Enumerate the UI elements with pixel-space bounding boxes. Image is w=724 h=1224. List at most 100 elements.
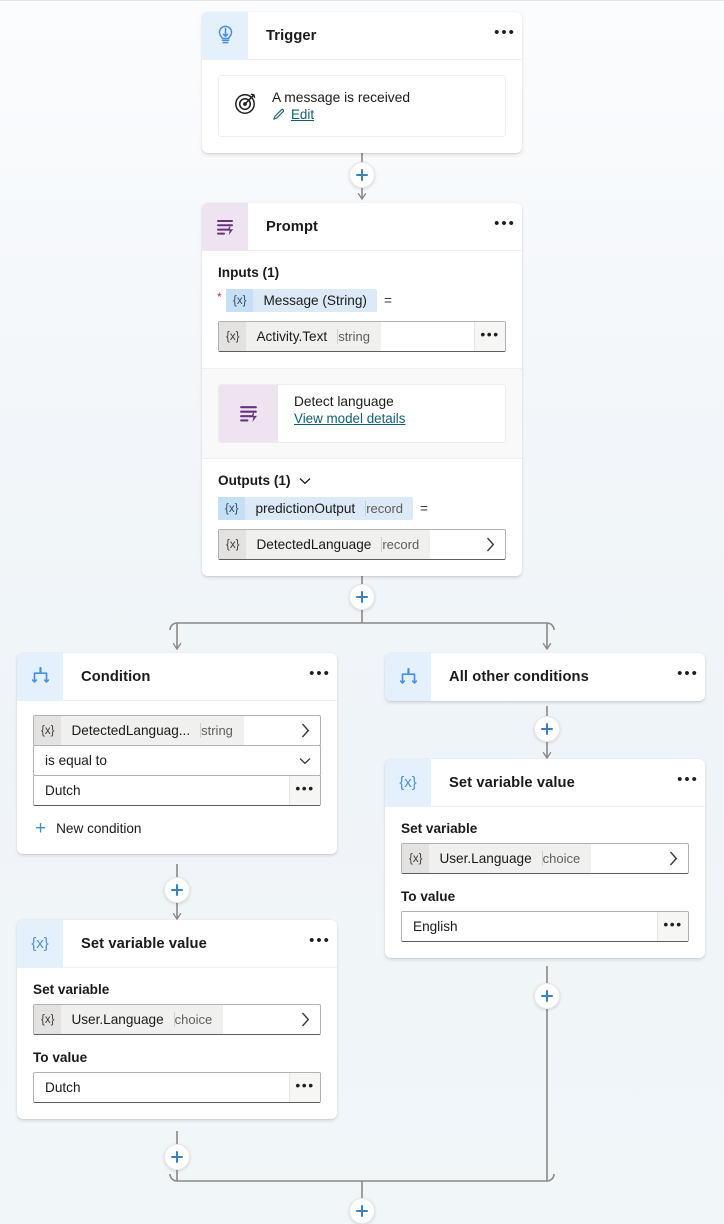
- chevron-right-icon[interactable]: [475, 530, 505, 559]
- all-other-conditions-header: All other conditions •••: [385, 653, 705, 701]
- trigger-bolt-icon: [202, 12, 248, 60]
- add-step-after-left-set-variable[interactable]: [164, 1144, 190, 1170]
- prompt-outputs-label: Outputs (1): [218, 473, 291, 488]
- set-variable-right-body: Set variable {x} User.Language choice To…: [385, 807, 705, 958]
- condition-variable-type: string: [201, 723, 233, 738]
- prompt-input-overflow-button[interactable]: •••: [474, 322, 505, 351]
- prediction-output-token[interactable]: {x} predictionOutput record: [218, 497, 414, 520]
- set-variable-right-header: {x} Set variable value •••: [385, 759, 705, 807]
- prediction-output-name: predictionOutput: [255, 501, 356, 516]
- user-language-name: User.Language: [71, 1012, 164, 1027]
- branch-icon: [17, 653, 63, 701]
- view-model-details-link[interactable]: View model details: [294, 411, 406, 426]
- variable-braces-icon: {x}: [17, 920, 63, 968]
- set-variable-right-overflow-menu[interactable]: •••: [677, 770, 699, 788]
- detected-language-token: {x} DetectedLanguage record: [219, 530, 431, 559]
- divider: [337, 329, 339, 344]
- set-variable-left-to-value-field[interactable]: Dutch •••: [33, 1072, 321, 1103]
- trigger-title: Trigger: [266, 27, 317, 44]
- trigger-overflow-menu[interactable]: •••: [494, 23, 516, 41]
- set-variable-left-variable-field[interactable]: {x} User.Language choice: [33, 1004, 321, 1035]
- trigger-message-card[interactable]: A message is received Edit: [218, 75, 506, 137]
- prompt-inputs-section: Inputs (1) * {x} Message (String) = {x} …: [202, 251, 522, 368]
- all-other-conditions-overflow-menu[interactable]: •••: [677, 665, 699, 682]
- set-variable-right-variable-field[interactable]: {x} User.Language choice: [401, 843, 689, 874]
- add-step-after-condition[interactable]: [164, 877, 190, 903]
- node-set-variable-right[interactable]: {x} Set variable value ••• Set variable …: [385, 759, 705, 958]
- activity-text-name: Activity.Text: [256, 329, 328, 344]
- prompt-header: Prompt •••: [202, 203, 522, 251]
- trigger-edit-label: Edit: [291, 107, 315, 122]
- new-condition-button[interactable]: + New condition: [33, 819, 321, 838]
- variable-braces-icon: {x}: [34, 716, 62, 745]
- condition-value-field[interactable]: Dutch •••: [33, 775, 321, 806]
- condition-variable-name: DetectedLanguag...: [71, 723, 191, 738]
- node-condition[interactable]: Condition ••• {x} DetectedLanguag... str…: [17, 653, 337, 854]
- condition-operator-dropdown[interactable]: is equal to: [33, 745, 321, 776]
- divider: [541, 851, 543, 866]
- branch-icon: [385, 653, 431, 701]
- trigger-edit-button[interactable]: Edit: [272, 107, 410, 122]
- prompt-lines-bolt-icon: [219, 385, 278, 442]
- condition-title: Condition: [81, 668, 151, 685]
- add-step-after-prompt[interactable]: [349, 584, 375, 610]
- set-variable-right-label: Set variable: [401, 821, 478, 836]
- set-variable-left-to-value-overflow-button[interactable]: •••: [289, 1073, 320, 1102]
- condition-variable-field[interactable]: {x} DetectedLanguag... string: [33, 715, 321, 746]
- user-language-name: User.Language: [439, 851, 532, 866]
- set-variable-right-to-value-label: To value: [401, 889, 456, 904]
- set-variable-left-to-value-text: Dutch: [45, 1080, 81, 1095]
- add-step-after-merge[interactable]: [349, 1198, 375, 1224]
- divider: [365, 501, 367, 516]
- prompt-title: Prompt: [266, 218, 319, 235]
- divider: [173, 1012, 175, 1027]
- set-variable-left-body: Set variable {x} User.Language choice To…: [17, 968, 337, 1119]
- prompt-outputs-toggle[interactable]: Outputs (1): [218, 473, 506, 488]
- condition-overflow-menu[interactable]: •••: [309, 664, 331, 682]
- set-variable-left-overflow-menu[interactable]: •••: [309, 931, 331, 949]
- prompt-input-value-field[interactable]: {x} Activity.Text string •••: [218, 321, 506, 352]
- prompt-model-title: Detect language: [294, 394, 394, 409]
- user-language-type: choice: [542, 851, 581, 866]
- chevron-right-icon[interactable]: [290, 1005, 320, 1034]
- prompt-input-equals: =: [383, 293, 392, 308]
- chevron-right-icon[interactable]: [290, 716, 320, 745]
- activity-text-type: string: [338, 329, 370, 344]
- set-variable-right-to-value-text: English: [413, 919, 458, 934]
- divider: [200, 723, 202, 738]
- node-trigger[interactable]: Trigger ••• A message is received: [202, 12, 522, 153]
- add-step-after-all-other-conditions[interactable]: [534, 716, 560, 742]
- detected-language-type: record: [382, 537, 420, 552]
- prompt-model-card[interactable]: Detect language View model details: [218, 384, 506, 443]
- activity-text-token: {x} Activity.Text string: [219, 322, 381, 351]
- prompt-model-section: Detect language View model details: [202, 368, 522, 458]
- node-set-variable-left[interactable]: {x} Set variable value ••• Set variable …: [17, 920, 337, 1119]
- variable-braces-icon: {x}: [34, 1005, 62, 1034]
- user-language-token: {x} User.Language choice: [402, 844, 592, 873]
- condition-value-overflow-button[interactable]: •••: [289, 776, 320, 805]
- prompt-inputs-label: Inputs (1): [218, 265, 280, 280]
- node-all-other-conditions[interactable]: All other conditions •••: [385, 653, 705, 701]
- prompt-input-token[interactable]: {x} Message (String): [226, 289, 377, 312]
- prediction-output-type: record: [366, 501, 404, 516]
- add-step-after-right-set-variable[interactable]: [534, 983, 560, 1009]
- set-variable-right-to-value-field[interactable]: English •••: [401, 911, 689, 942]
- trigger-header: Trigger •••: [202, 12, 522, 60]
- pencil-icon: [273, 108, 285, 120]
- detected-language-name: DetectedLanguage: [256, 537, 372, 552]
- user-language-token: {x} User.Language choice: [34, 1005, 224, 1034]
- add-step-after-trigger[interactable]: [349, 162, 375, 188]
- node-prompt[interactable]: Prompt ••• Inputs (1) * {x} Message (Str…: [202, 203, 522, 576]
- chevron-right-icon[interactable]: [658, 844, 688, 873]
- set-variable-left-label: Set variable: [33, 982, 110, 997]
- user-language-type: choice: [174, 1012, 213, 1027]
- prompt-overflow-menu[interactable]: •••: [494, 214, 516, 232]
- prompt-output-value-field[interactable]: {x} DetectedLanguage record: [218, 529, 506, 560]
- divider: [381, 537, 383, 552]
- target-icon: [233, 91, 258, 121]
- set-variable-right-to-value-overflow-button[interactable]: •••: [657, 912, 688, 941]
- condition-value-text: Dutch: [45, 783, 81, 798]
- new-condition-label: New condition: [56, 821, 142, 836]
